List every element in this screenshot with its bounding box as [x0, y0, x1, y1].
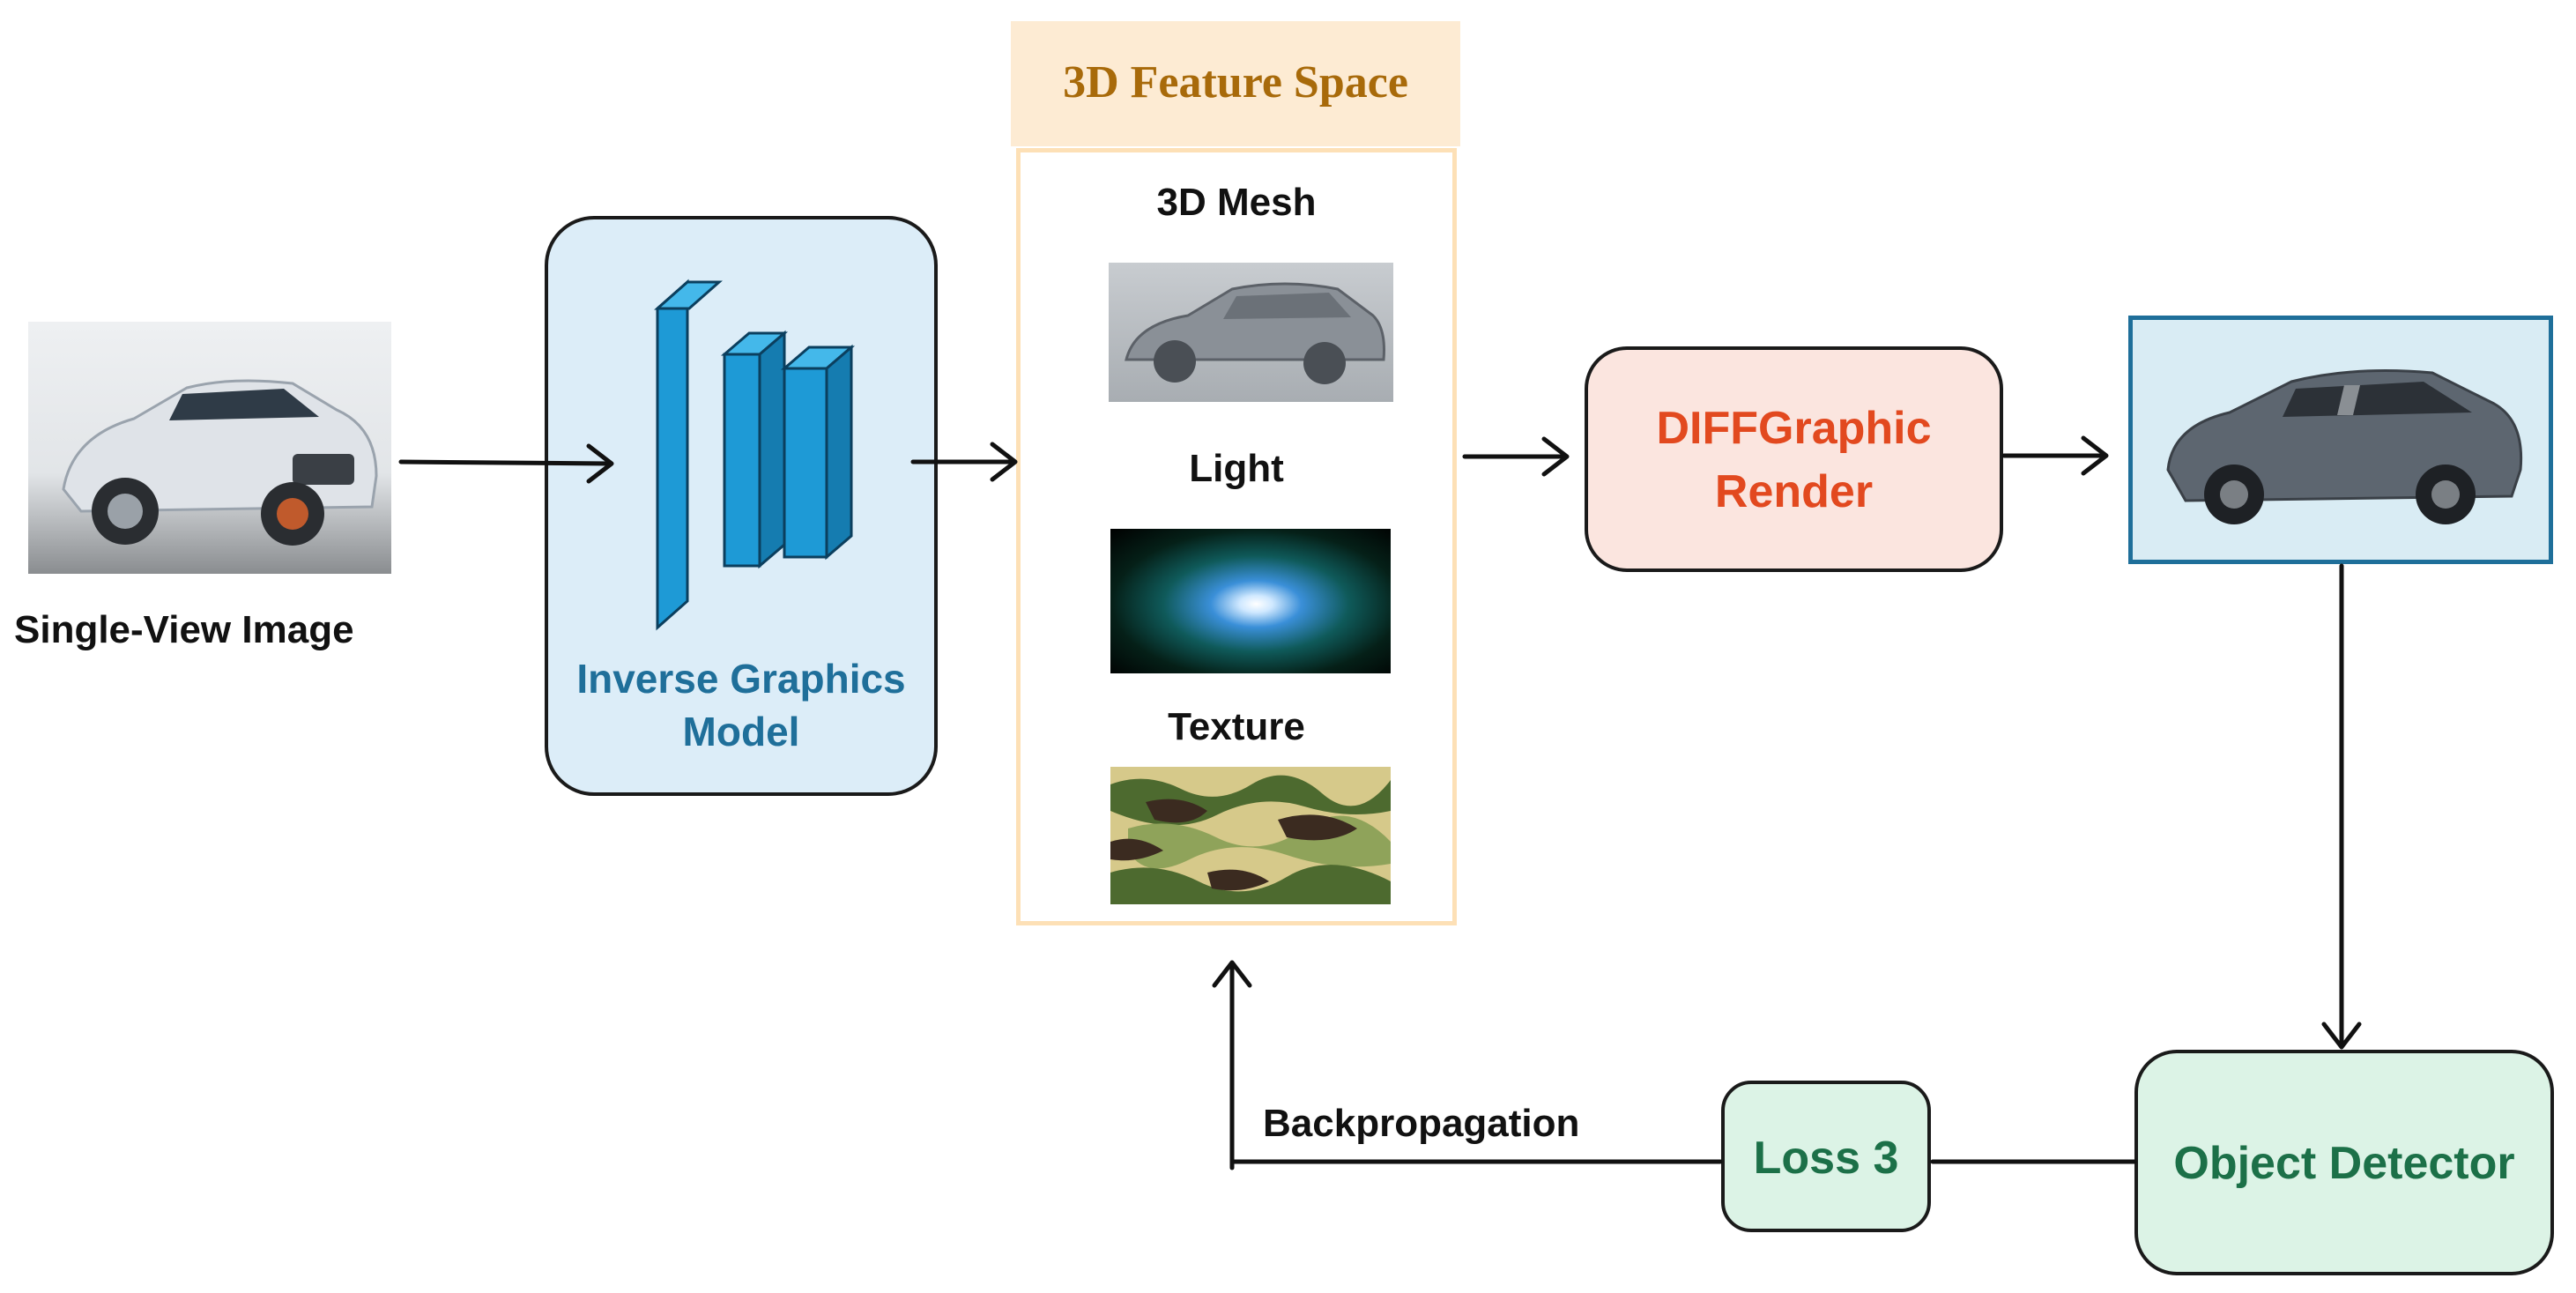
render-label: DIFFGraphic Render [1585, 397, 2003, 524]
input-caption: Single-View Image [14, 608, 354, 651]
feature-item-texture-label: Texture [1168, 705, 1305, 748]
feature-space-title: 3D Feature Space [1063, 57, 1408, 108]
mesh-thumbnail [1109, 263, 1393, 402]
rendered-output-image [2128, 316, 2553, 564]
loss-box [1721, 1081, 1931, 1232]
inverse-graphics-label: Inverse Graphics Model [545, 652, 938, 758]
inverse-graphics-label-line1: Inverse Graphics [576, 656, 906, 702]
input-car-image [28, 322, 391, 574]
backpropagation-label: Backpropagation [1263, 1102, 1580, 1145]
feature-item-mesh-label: 3D Mesh [1156, 181, 1317, 224]
render-label-line1: DIFFGraphic [1656, 403, 1932, 454]
light-thumbnail [1110, 529, 1391, 673]
diffgraphic-render-box [1585, 346, 2003, 572]
loss-label: Loss 3 [1753, 1133, 1899, 1184]
detector-label: Object Detector [2173, 1138, 2515, 1189]
object-detector-box [2134, 1050, 2554, 1275]
inverse-graphics-label-line2: Model [682, 709, 800, 754]
camo-texture-thumbnail [1110, 767, 1391, 904]
feature-item-light-label: Light [1189, 447, 1284, 490]
feature-space-title-bar [1011, 21, 1460, 146]
render-label-line2: Render [1714, 466, 1874, 517]
cnn-layers-icon [654, 279, 856, 631]
